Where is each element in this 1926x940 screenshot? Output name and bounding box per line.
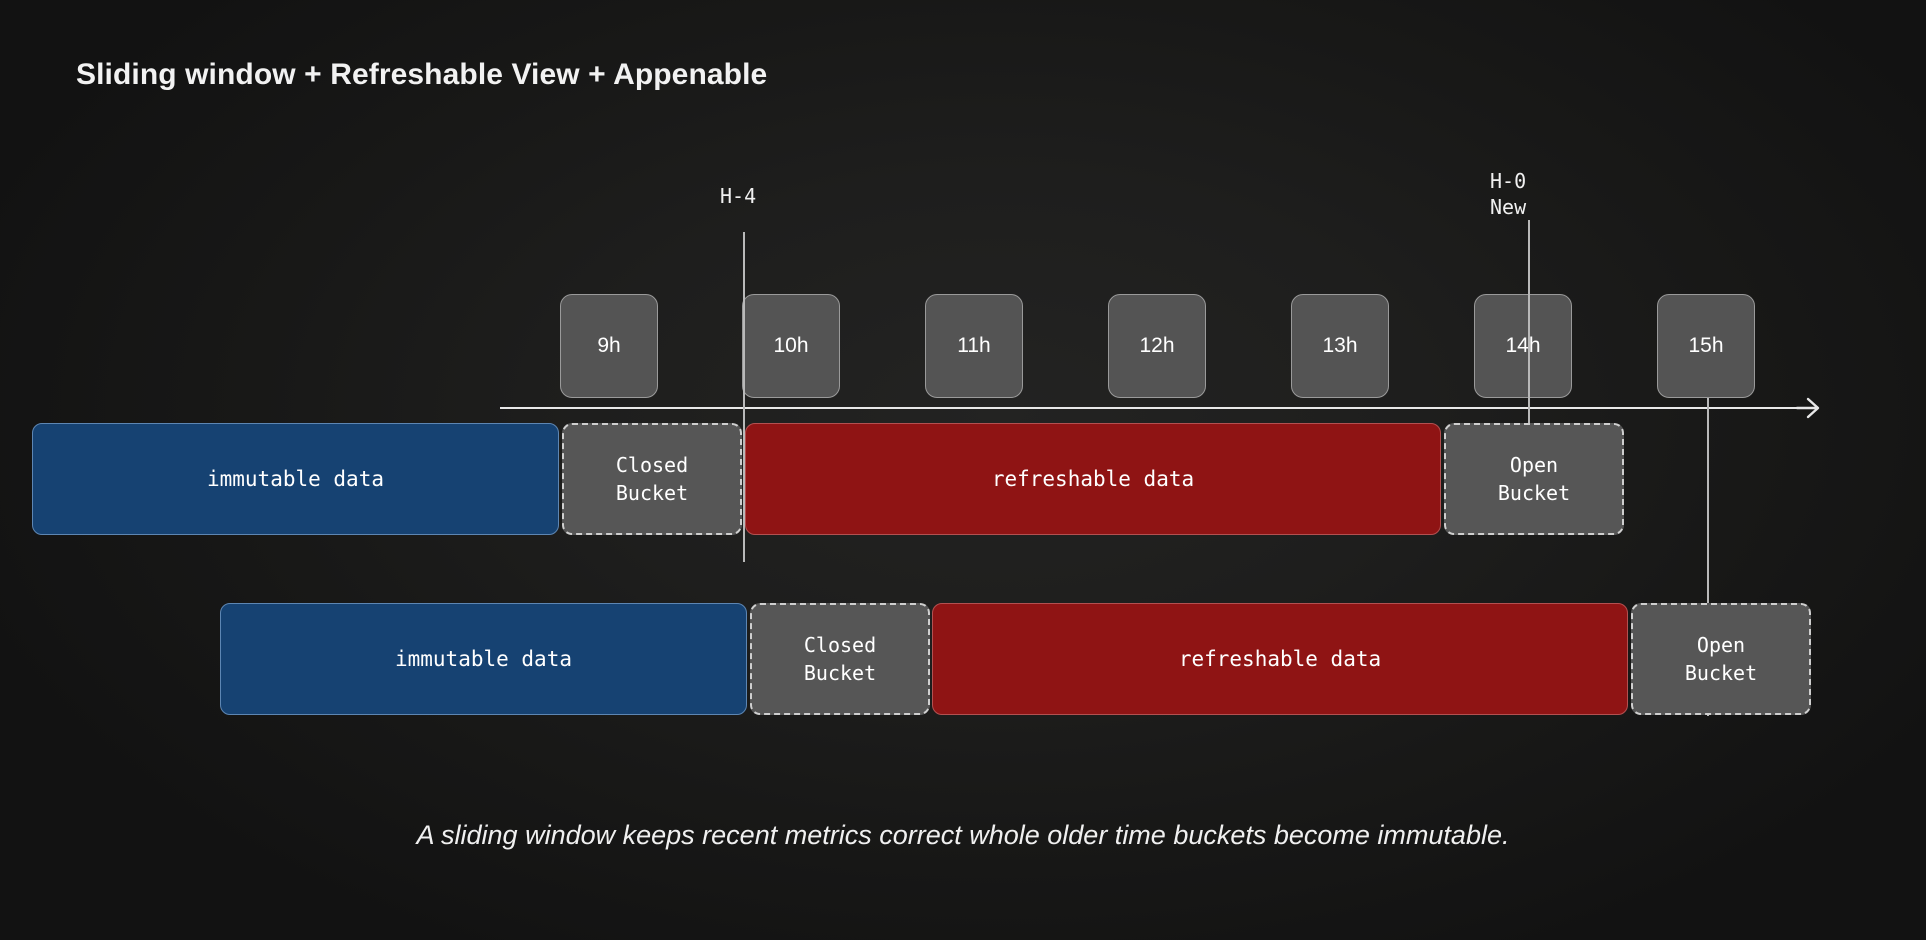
arrow-right-icon [1795,397,1820,419]
marker-label-h-4: H-4 [720,184,757,208]
row-next-immutable-data[interactable]: immutable data [220,603,747,715]
timeline-axis [500,407,1812,409]
row-current-open-bucket[interactable]: Open Bucket [1444,423,1624,535]
row-next-refreshable-data[interactable]: refreshable data [932,603,1628,715]
page-title: Sliding window + Refreshable View + Appe… [76,58,768,91]
hour-box-15h[interactable]: 15h [1657,294,1755,398]
hour-box-10h[interactable]: 10h [742,294,840,398]
hour-box-9h[interactable]: 9h [560,294,658,398]
figure-caption: A sliding window keeps recent metrics co… [416,820,1510,850]
marker-stem-h-4 [743,232,745,562]
hour-box-11h[interactable]: 11h [925,294,1023,398]
row-current-closed-bucket[interactable]: Closed Bucket [562,423,742,535]
hour-box-13h[interactable]: 13h [1291,294,1389,398]
hour-box-12h[interactable]: 12h [1108,294,1206,398]
hour-box-14h[interactable]: 14h [1474,294,1572,398]
marker-label-h-0-new: H-0 New [1490,169,1527,219]
row-next-closed-bucket[interactable]: Closed Bucket [750,603,930,715]
row-next-open-bucket[interactable]: Open Bucket [1631,603,1811,715]
marker-stem-from-15h [1707,398,1709,716]
marker-stem-h-0-new [1528,220,1530,465]
row-current-refreshable-data[interactable]: refreshable data [745,423,1441,535]
row-current-immutable-data[interactable]: immutable data [32,423,559,535]
